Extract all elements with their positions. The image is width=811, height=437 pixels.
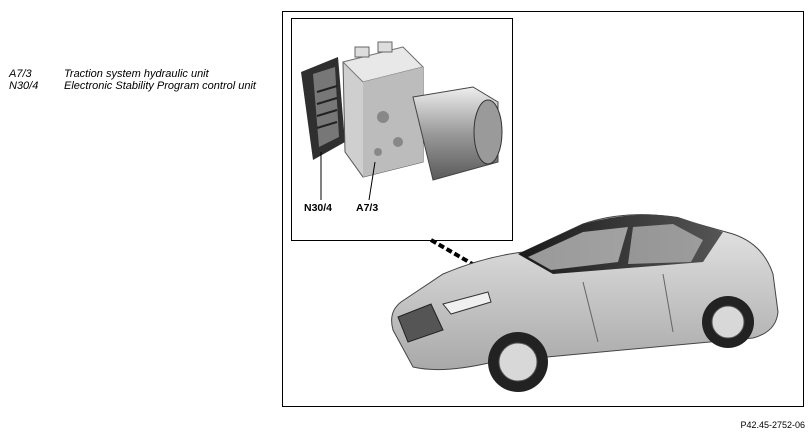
inset-frame (291, 18, 513, 241)
car-body (391, 214, 779, 392)
figure-frame: N30/4 A7/3 (282, 11, 804, 407)
legend-description: Traction system hydraulic unit (64, 68, 209, 80)
figure-id: P42.45-2752-06 (740, 420, 805, 430)
legend: A7/3 Traction system hydraulic unit N30/… (9, 68, 269, 92)
legend-row-a73: A7/3 Traction system hydraulic unit (9, 68, 269, 80)
car-illustration (301, 41, 779, 392)
callout-a73: A7/3 (356, 202, 379, 214)
legend-code: N30/4 (9, 80, 39, 92)
callout-n304: N30/4 (304, 202, 333, 214)
legend-description: Electronic Stability Program control uni… (64, 80, 256, 92)
legend-code: A7/3 (9, 68, 32, 80)
hydraulic-unit-illustration (301, 41, 503, 201)
legend-row-n304: N30/4 Electronic Stability Program contr… (9, 80, 269, 92)
